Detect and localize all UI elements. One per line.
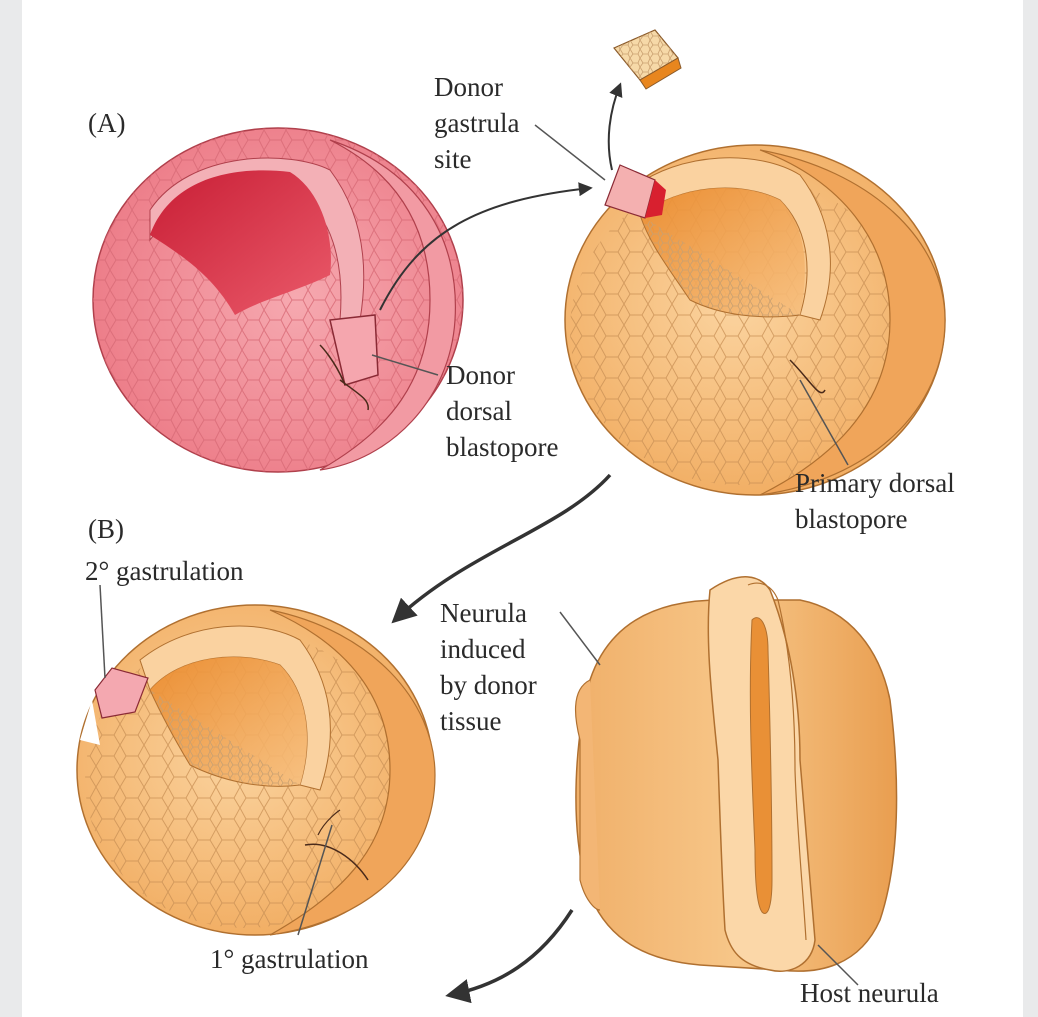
label-primary-gastrulation: 1° gastrulation [210, 944, 369, 974]
svg-text:Primary dorsal: Primary dorsal [795, 468, 955, 498]
label-donor-gastrula-site: Donor gastrula site [434, 72, 519, 174]
host-gastrula-a [565, 145, 945, 495]
excision-arrow [609, 85, 620, 170]
svg-text:blastopore: blastopore [446, 432, 558, 462]
host-gastrula-b [77, 605, 435, 935]
panel-label-b: (B) [88, 514, 124, 544]
svg-text:Donor: Donor [446, 360, 515, 390]
label-donor-dorsal-blastopore: Donor dorsal blastopore [446, 360, 558, 462]
svg-text:gastrula: gastrula [434, 108, 519, 138]
label-host-neurula: Host neurula [800, 978, 939, 1008]
svg-text:by donor: by donor [440, 670, 537, 700]
excised-tissue-fragment [614, 30, 681, 89]
label-primary-dorsal-blastopore: Primary dorsal blastopore [795, 468, 955, 534]
svg-text:blastopore: blastopore [795, 504, 907, 534]
svg-text:induced: induced [440, 634, 526, 664]
label-secondary-gastrulation: 2° gastrulation [85, 556, 244, 586]
svg-text:dorsal: dorsal [446, 396, 512, 426]
svg-text:tissue: tissue [440, 706, 502, 736]
svg-text:Neurula: Neurula [440, 598, 527, 628]
donor-embryo [93, 128, 463, 472]
host-neurula [576, 577, 897, 971]
development-arrow-b [450, 910, 572, 995]
label-neurula-induced: Neurula induced by donor tissue [440, 598, 537, 736]
panel-label-a: (A) [88, 108, 125, 138]
svg-text:Donor: Donor [434, 72, 503, 102]
svg-text:site: site [434, 144, 472, 174]
